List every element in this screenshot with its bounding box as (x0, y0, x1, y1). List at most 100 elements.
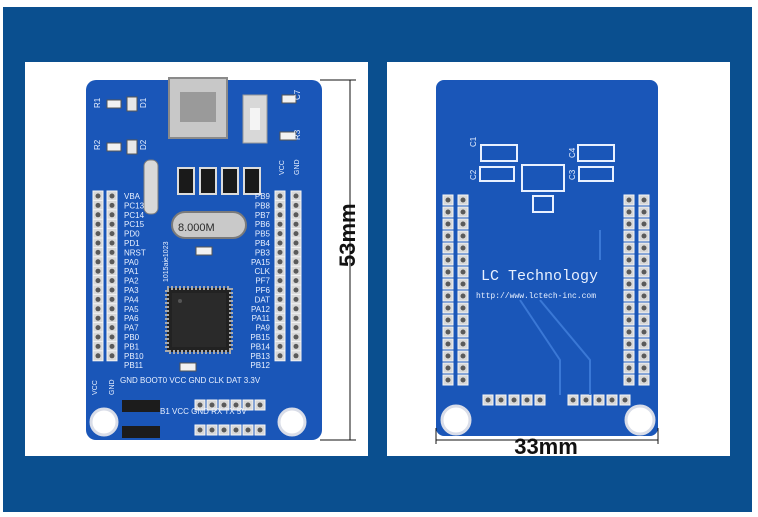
rtc-crystal (143, 159, 159, 215)
pin-pad-hole (293, 249, 299, 255)
pin-label-right: PB13 (250, 352, 270, 361)
pin-pad-hole (95, 240, 101, 246)
back-bottom-pins (482, 394, 631, 406)
pin-label-right: PB8 (255, 201, 271, 210)
pin-pad-hole (293, 202, 299, 208)
back-pin-pad-hole (445, 341, 451, 347)
pin-label-left: PB1 (124, 342, 140, 351)
pin-pad-hole (277, 268, 283, 274)
pin1-marker (178, 299, 182, 303)
pin-pad-hole (95, 296, 101, 302)
pin-pad-hole (95, 334, 101, 340)
pin-pad-hole (293, 231, 299, 237)
pin-pad-hole (109, 249, 115, 255)
pin-pad-hole (109, 287, 115, 293)
capacitor (179, 362, 197, 372)
pin-pad-hole (277, 278, 283, 284)
pin-pad-hole (95, 231, 101, 237)
header-pad-hole (197, 427, 203, 433)
pin-label-left: PD1 (124, 239, 140, 248)
back-pin-pad-hole (626, 257, 632, 263)
back-pin-pad-hole (445, 197, 451, 203)
pin-pad-hole (95, 202, 101, 208)
back-pin-pad-hole (445, 293, 451, 299)
back-bottom-pad-hole (622, 397, 628, 403)
pin-pad-hole (109, 296, 115, 302)
pin-label-left: PA6 (124, 314, 139, 323)
label-gnd-bottom: GND (109, 379, 116, 395)
bottom-pin-header (194, 399, 266, 436)
pin-label-left: PB10 (124, 352, 144, 361)
label-c2: C2 (469, 169, 478, 180)
back-pin-pad-hole (460, 353, 466, 359)
capacitor-c7 (281, 94, 297, 104)
back-pin-pad-hole (641, 317, 647, 323)
resistor-r3 (279, 131, 297, 141)
pin-label-right: PF6 (255, 286, 270, 295)
header-pad-hole (209, 427, 215, 433)
pin-pad-hole (277, 221, 283, 227)
smd-component (243, 167, 261, 195)
pin-label-left: PA0 (124, 258, 139, 267)
pin-label-left: PC15 (124, 220, 145, 229)
back-pin-pad-hole (460, 305, 466, 311)
back-pin-pad-hole (626, 233, 632, 239)
back-right-pins (623, 194, 650, 386)
mounting-hole (89, 407, 119, 437)
pin-pad-hole (109, 334, 115, 340)
pad-c2 (479, 166, 515, 182)
back-pin-pad-hole (626, 245, 632, 251)
back-pin-pad-hole (641, 365, 647, 371)
label-gnd-top: GND (294, 159, 301, 175)
back-pin-pad-hole (445, 233, 451, 239)
back-pin-pad-hole (445, 317, 451, 323)
pin-pad-hole (109, 193, 115, 199)
reset-button-cap (250, 108, 260, 130)
width-dimension-label: 33mm (514, 434, 578, 459)
pin-pad-hole (277, 259, 283, 265)
back-pin-pad-hole (445, 209, 451, 215)
resistor-r2 (106, 142, 122, 152)
label-vcc-top: VCC (279, 160, 286, 175)
header-pad-hole (233, 402, 239, 408)
back-pin-pad-hole (626, 305, 632, 311)
header-pad-hole (233, 427, 239, 433)
back-bottom-pad-hole (596, 397, 602, 403)
pin-pad-hole (293, 287, 299, 293)
pin-pad-hole (95, 249, 101, 255)
pin-pad-hole (293, 296, 299, 302)
back-pin-pad-hole (460, 377, 466, 383)
back-pin-pad-hole (641, 281, 647, 287)
smd-component (221, 167, 239, 195)
pin-label-right: PA11 (252, 314, 271, 323)
mounting-hole (440, 404, 472, 436)
pin-pad-hole (293, 259, 299, 265)
pin-label-right: PB15 (250, 333, 270, 342)
pin-label-right: PB3 (255, 248, 271, 257)
back-bottom-pad-hole (537, 397, 543, 403)
pin-pad-hole (109, 212, 115, 218)
header-pad-hole (209, 402, 215, 408)
trace (539, 299, 591, 395)
pin-pad-hole (293, 334, 299, 340)
back-pin-pad-hole (641, 293, 647, 299)
back-pin-pad-hole (641, 305, 647, 311)
pin-pad-hole (109, 315, 115, 321)
pin-label-left: PA3 (124, 286, 139, 295)
label-r3: R3 (293, 129, 302, 140)
pin-pad-hole (293, 343, 299, 349)
header-pad-hole (221, 402, 227, 408)
back-pin-pad-hole (445, 245, 451, 251)
pin-pad-hole (95, 268, 101, 274)
back-pin-pad-hole (445, 281, 451, 287)
back-pin-pad-hole (641, 341, 647, 347)
header-pad-hole (245, 427, 251, 433)
pin-label-left: PC13 (124, 201, 145, 210)
back-pin-pad-hole (445, 329, 451, 335)
pin-label-right: PF7 (255, 277, 270, 286)
header-labels-bottom: B1 VCC GND RX TX 5V (160, 407, 247, 416)
back-pin-pad-hole (626, 353, 632, 359)
pin-label-left: PD0 (124, 230, 140, 239)
back-pin-pad-hole (641, 221, 647, 227)
pin-label-right: PB6 (255, 220, 271, 229)
